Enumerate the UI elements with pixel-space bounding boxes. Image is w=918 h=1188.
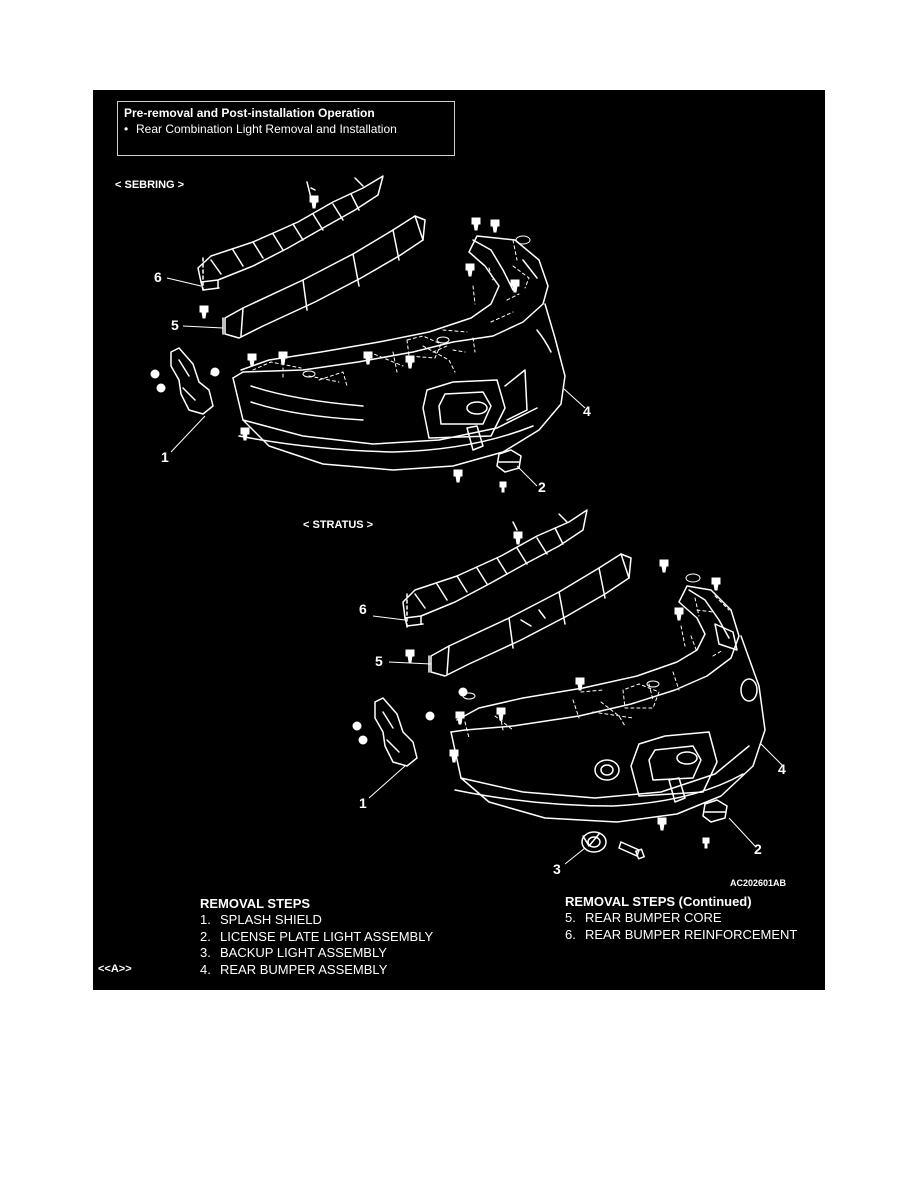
clip-icon (496, 707, 506, 721)
clip-icon (453, 469, 463, 483)
clip-icon (405, 355, 415, 369)
stratus-core-illustration (428, 553, 632, 677)
clip-icon (352, 721, 362, 731)
variant-label-sebring: < SEBRING > (115, 179, 185, 191)
callout-stratus-5: 5 (375, 653, 383, 669)
callout-leaders (166, 277, 784, 865)
stratus-splash-shield-illustration (374, 697, 418, 767)
callout-sebring-5: 5 (171, 317, 179, 333)
stratus-backup-light-illustration (581, 831, 607, 853)
removal-steps-continued: REMOVAL STEPS (Continued) 5.REAR BUMPER … (565, 894, 797, 943)
clip-icon (465, 263, 475, 277)
clip-icon (247, 353, 257, 367)
callout-sebring-1: 1 (161, 449, 169, 465)
bullet-icon: • (124, 122, 129, 136)
clip-icon (513, 531, 523, 545)
bumper-exploded-illustration (150, 175, 784, 865)
clip-icon (702, 837, 710, 849)
clip-icon (309, 195, 319, 209)
clip-icon (240, 427, 250, 441)
clip-icon (199, 305, 209, 319)
removal-step[interactable]: 3.BACKUP LIGHT ASSEMBLY (200, 945, 387, 960)
pre-operation-title: Pre-removal and Post-installation Operat… (124, 106, 375, 120)
sebring-bumper-cover-illustration (232, 235, 566, 471)
clip-icon (363, 351, 373, 365)
clip-icon (575, 677, 585, 691)
clip-icon (510, 279, 520, 293)
callout-stratus-2: 2 (754, 841, 762, 857)
removal-step[interactable]: 5.REAR BUMPER CORE (565, 910, 722, 925)
clip-icon (425, 711, 435, 721)
sebring-core-illustration (222, 215, 426, 339)
callout-sebring-6: 6 (154, 269, 162, 285)
removal-step[interactable]: 1.SPLASH SHIELD (200, 912, 322, 927)
sebring-splash-shield-illustration (170, 347, 218, 415)
callout-stratus-4: 4 (778, 761, 786, 777)
clip-icon (659, 559, 669, 573)
clip-icon (278, 351, 288, 365)
callout-stratus-3: 3 (553, 861, 561, 877)
clip-icon (657, 817, 667, 831)
diagram-panel: Pre-removal and Post-installation Operat… (93, 90, 825, 990)
clip-icon (150, 369, 160, 379)
stratus-license-light-illustration (702, 799, 728, 823)
figure-code: AC202601AB (730, 878, 787, 888)
clip-icon (405, 649, 415, 663)
removal-step[interactable]: 2.LICENSE PLATE LIGHT ASSEMBLY (200, 928, 434, 944)
backup-light-screw-illustration (618, 841, 645, 860)
clip-icon (358, 735, 368, 745)
callout-sebring-2: 2 (538, 479, 546, 495)
pre-operation-box: Pre-removal and Post-installation Operat… (117, 101, 455, 156)
clip-icon (455, 711, 465, 725)
sebring-lower-bracket (466, 425, 484, 451)
removal-steps-title: REMOVAL STEPS (200, 896, 311, 911)
clip-icon (449, 749, 459, 763)
clip-icon (490, 219, 500, 233)
callout-stratus-1: 1 (359, 795, 367, 811)
callout-sebring-4: 4 (583, 403, 591, 419)
clip-icon (471, 217, 481, 231)
sebring-license-light-illustration (496, 449, 522, 473)
clip-icon (156, 383, 166, 393)
removal-step[interactable]: 6.REAR BUMPER REINFORCEMENT (565, 926, 798, 942)
removal-steps-continued-title: REMOVAL STEPS (Continued) (565, 894, 752, 909)
sebring-reinforcement-illustration (197, 175, 384, 291)
pre-operation-item[interactable]: • Rear Combination Light Removal and Inst… (124, 121, 448, 137)
sebring-guides (252, 239, 530, 387)
removal-step[interactable]: 4.REAR BUMPER ASSEMBLY (200, 961, 388, 977)
removal-steps: REMOVAL STEPS 1.SPLASH SHIELD 2.LICENSE … (200, 896, 433, 978)
step-reference-link[interactable]: <<A>> (98, 963, 132, 975)
clip-icon (674, 607, 684, 621)
fasteners (150, 195, 721, 849)
stratus-bumper-cover-illustration (450, 585, 766, 823)
pre-operation-link[interactable]: Rear Combination Light Removal and Insta… (136, 122, 397, 136)
callout-stratus-6: 6 (359, 601, 367, 617)
clip-icon (711, 577, 721, 591)
clip-icon (499, 481, 507, 493)
variant-label-stratus: < STRATUS > (303, 519, 374, 531)
stratus-reinforcement-illustration (402, 509, 588, 629)
clip-icon (210, 367, 220, 377)
stratus-lower-bracket (668, 777, 686, 803)
stratus-guides (464, 595, 730, 739)
